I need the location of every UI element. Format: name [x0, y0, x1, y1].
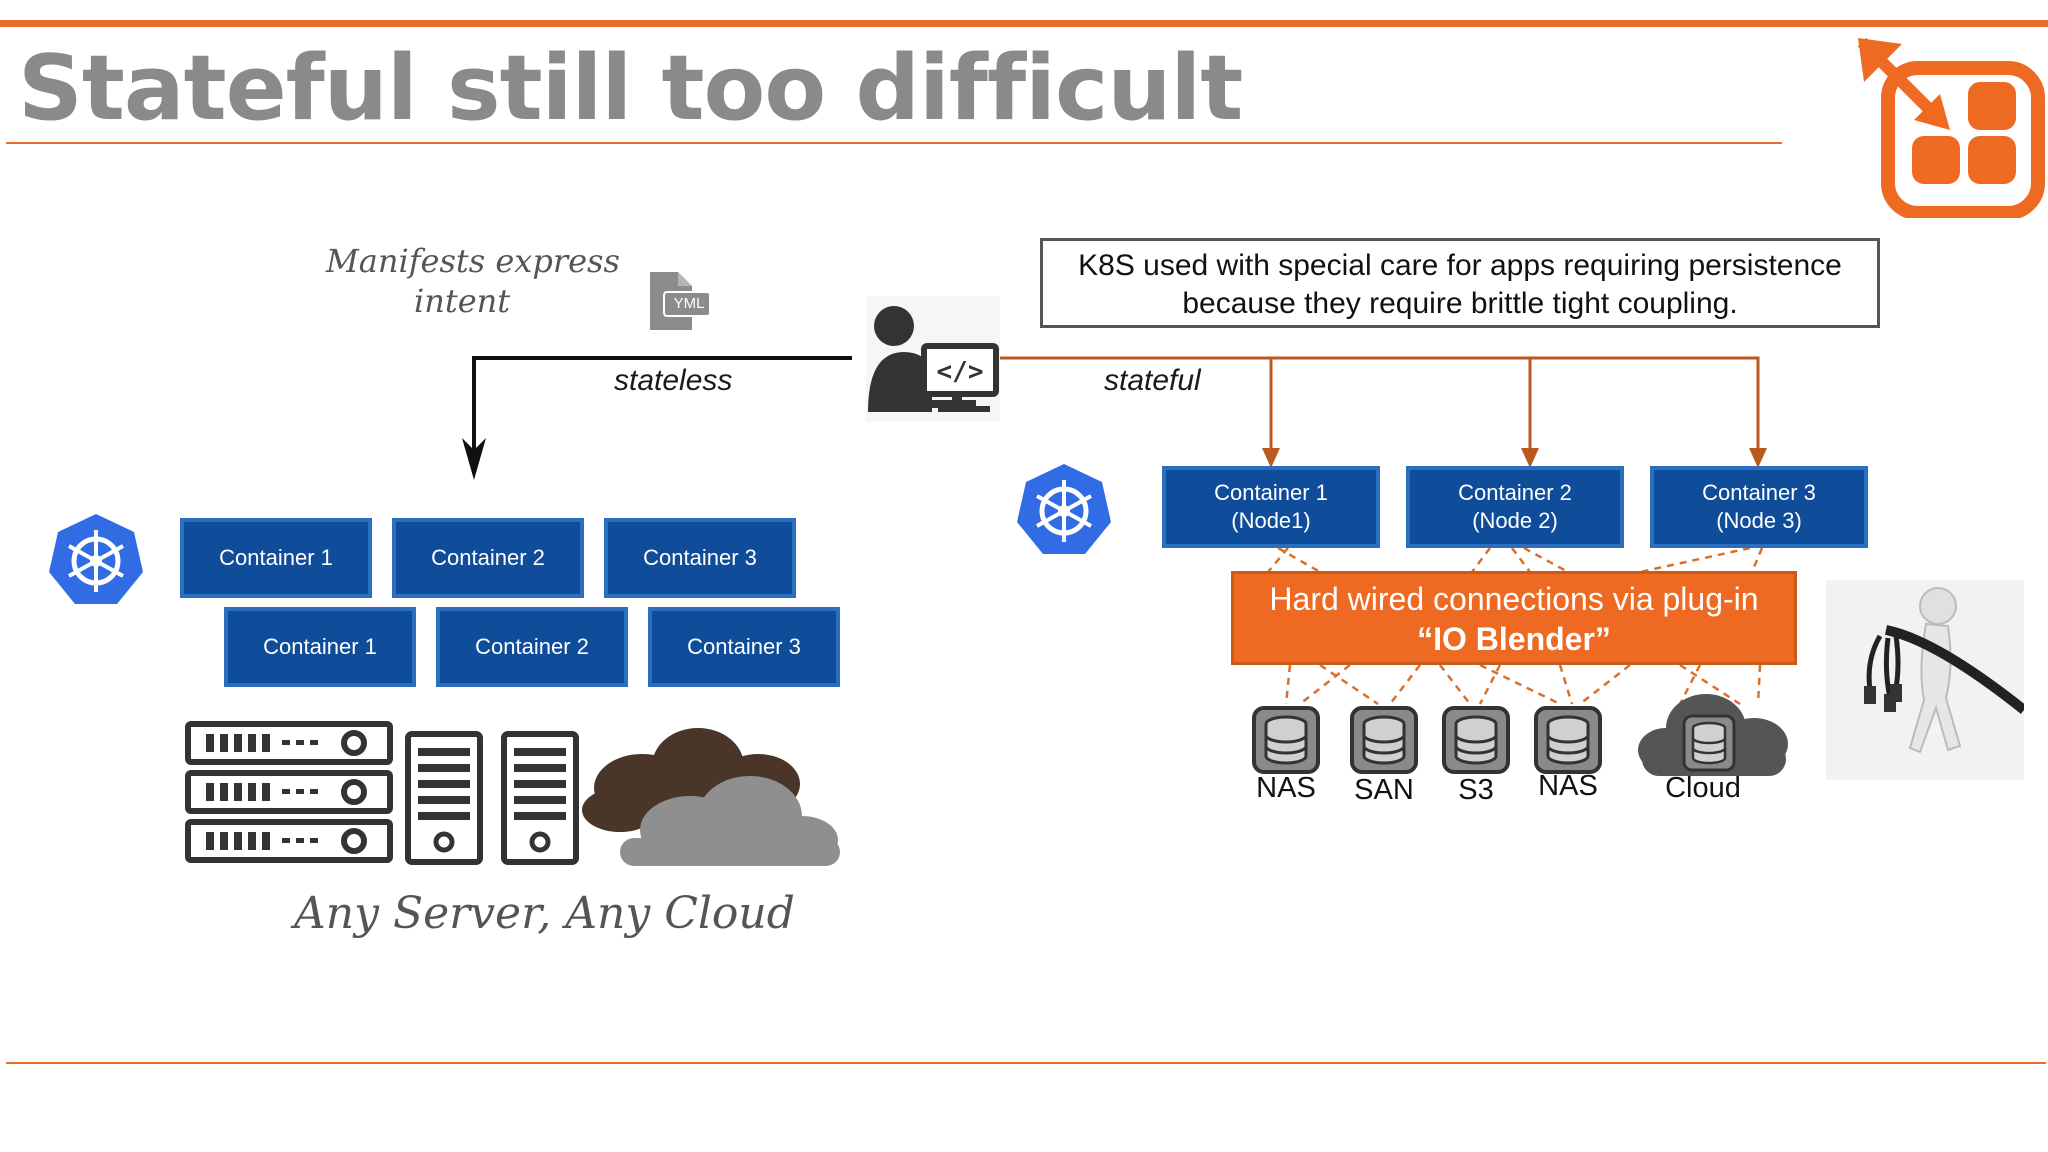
storage-label-s3: S3 [1458, 774, 1494, 806]
kubernetes-icon [1017, 464, 1111, 554]
left-container-r2-2: Container 2 [436, 607, 628, 687]
manifests-text-line2: intent [414, 282, 511, 320]
storage-label-nas: NAS [1538, 770, 1598, 802]
container-node-label: (Node1) [1231, 508, 1311, 533]
left-container-r1-1: Container 1 [180, 518, 372, 598]
right-container-2: Container 2 (Node 2) [1406, 466, 1624, 548]
note-line2: because they require brittle tight coupl… [1182, 287, 1738, 320]
container-label: Container 2 [475, 634, 589, 659]
container-label: Container 3 [643, 545, 757, 570]
cloud-icon [582, 728, 840, 866]
right-container-3: Container 3 (Node 3) [1650, 466, 1868, 548]
database-icon [1252, 706, 1320, 774]
container-label: Container 3 [687, 634, 801, 659]
server-rack-icon [185, 721, 393, 863]
cloud-database-icon [1638, 694, 1788, 776]
manifests-text-line1: Manifests express [326, 242, 620, 280]
container-label: Container 2 [431, 545, 545, 570]
left-container-r1-2: Container 2 [392, 518, 584, 598]
left-container-r2-3: Container 3 [648, 607, 840, 687]
database-icon [1350, 706, 1418, 774]
person-cable-figure [1826, 580, 2024, 780]
container-label: Container 2 [1458, 480, 1572, 505]
io-blender-box: Hard wired connections via plug-in “IO B… [1231, 571, 1797, 665]
svg-text:</>: </> [937, 357, 984, 387]
storage-label-cloud: Cloud [1665, 772, 1741, 804]
blender-line2: “IO Blender” [1417, 621, 1611, 657]
any-server-any-cloud-text: Any Server, Any Cloud [294, 888, 795, 939]
blender-line1: Hard wired connections via plug-in [1269, 581, 1759, 617]
top-accent-line [0, 20, 2048, 27]
kubernetes-icon [49, 514, 143, 604]
container-node-label: (Node 2) [1472, 508, 1558, 533]
note-box: K8S used with special care for apps requ… [1040, 238, 1880, 328]
tower-server-icon [405, 731, 483, 865]
container-label: Container 3 [1702, 480, 1816, 505]
container-node-label: (Node 3) [1716, 508, 1802, 533]
tower-server-icon [501, 731, 579, 865]
storage-label-nas: NAS [1256, 772, 1316, 804]
title-underline [6, 142, 1782, 144]
left-container-r2-1: Container 1 [224, 607, 416, 687]
bottom-accent-line [6, 1062, 2046, 1064]
note-line1: K8S used with special care for apps requ… [1078, 249, 1842, 282]
database-icon [1534, 706, 1602, 774]
container-label: Container 1 [263, 634, 377, 659]
developer-icon: </> [866, 296, 1000, 422]
right-container-1: Container 1 (Node1) [1162, 466, 1380, 548]
yml-file-shape [650, 272, 711, 330]
slide-title: Stateful still too difficult [18, 36, 1243, 141]
database-icon [1442, 706, 1510, 774]
container-label: Container 1 [219, 545, 333, 570]
yml-text: YML [673, 295, 705, 312]
stateful-label: stateful [1104, 364, 1201, 397]
yml-file-icon: YML [648, 270, 712, 332]
logo-icon [1858, 38, 2045, 218]
left-container-r1-3: Container 3 [604, 518, 796, 598]
stateless-label: stateless [614, 364, 733, 397]
storage-label-san: SAN [1354, 774, 1414, 806]
container-label: Container 1 [1214, 480, 1328, 505]
